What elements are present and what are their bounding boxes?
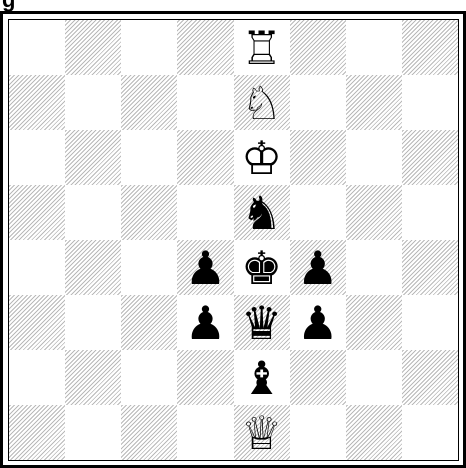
square-h4[interactable] [402,240,458,295]
square-c1[interactable] [121,405,177,460]
square-a6[interactable] [9,130,65,185]
square-g1[interactable] [346,405,402,460]
square-d2[interactable] [177,350,233,405]
square-b3[interactable] [65,295,121,350]
black-knight-icon[interactable]: ♞ [241,190,282,236]
square-c3[interactable] [121,295,177,350]
square-a2[interactable] [9,350,65,405]
square-d1[interactable] [177,405,233,460]
square-f2[interactable] [290,350,346,405]
square-c8[interactable] [121,20,177,75]
black-pawn-icon[interactable]: ♟ [185,245,226,291]
square-f6[interactable] [290,130,346,185]
square-g6[interactable] [346,130,402,185]
square-d7[interactable] [177,75,233,130]
black-bishop-icon[interactable]: ♝ [241,355,282,401]
square-e4[interactable]: ♚ [234,240,290,295]
square-b6[interactable] [65,130,121,185]
square-e8[interactable]: ♖ [234,20,290,75]
square-b7[interactable] [65,75,121,130]
black-king-icon[interactable]: ♚ [241,245,282,291]
square-a5[interactable] [9,185,65,240]
square-f7[interactable] [290,75,346,130]
square-g4[interactable] [346,240,402,295]
square-e7[interactable]: ♘ [234,75,290,130]
square-h6[interactable] [402,130,458,185]
square-f4[interactable]: ♟ [290,240,346,295]
square-c4[interactable] [121,240,177,295]
square-f5[interactable] [290,185,346,240]
square-h8[interactable] [402,20,458,75]
black-pawn-icon[interactable]: ♟ [297,245,338,291]
square-a1[interactable] [9,405,65,460]
square-f8[interactable] [290,20,346,75]
square-h1[interactable] [402,405,458,460]
square-d6[interactable] [177,130,233,185]
square-e6[interactable]: ♔ [234,130,290,185]
square-g2[interactable] [346,350,402,405]
square-a3[interactable] [9,295,65,350]
black-queen-icon[interactable]: ♛ [241,300,282,346]
square-c6[interactable] [121,130,177,185]
square-b8[interactable] [65,20,121,75]
chess-board[interactable]: ♖ ♘ ♔ ♞ ♟ ♚ ♟ ♟ ♛ ♟ ♝ ♕ [8,19,459,461]
square-d3[interactable]: ♟ [177,295,233,350]
white-queen-icon[interactable]: ♕ [241,410,282,456]
square-b2[interactable] [65,350,121,405]
white-knight-icon[interactable]: ♘ [241,80,282,126]
square-e3[interactable]: ♛ [234,295,290,350]
black-pawn-icon[interactable]: ♟ [185,300,226,346]
square-h2[interactable] [402,350,458,405]
square-g5[interactable] [346,185,402,240]
square-e2[interactable]: ♝ [234,350,290,405]
square-h5[interactable] [402,185,458,240]
square-b5[interactable] [65,185,121,240]
square-h3[interactable] [402,295,458,350]
white-king-icon[interactable]: ♔ [241,135,282,181]
square-g8[interactable] [346,20,402,75]
square-f3[interactable]: ♟ [290,295,346,350]
square-d4[interactable]: ♟ [177,240,233,295]
square-a4[interactable] [9,240,65,295]
square-b1[interactable] [65,405,121,460]
square-a7[interactable] [9,75,65,130]
square-e1[interactable]: ♕ [234,405,290,460]
square-c5[interactable] [121,185,177,240]
square-f1[interactable] [290,405,346,460]
square-a8[interactable] [9,20,65,75]
square-c2[interactable] [121,350,177,405]
square-d5[interactable] [177,185,233,240]
white-rook-icon[interactable]: ♖ [241,25,282,71]
square-g7[interactable] [346,75,402,130]
black-pawn-icon[interactable]: ♟ [297,300,338,346]
square-c7[interactable] [121,75,177,130]
square-h7[interactable] [402,75,458,130]
square-e5[interactable]: ♞ [234,185,290,240]
square-d8[interactable] [177,20,233,75]
square-g3[interactable] [346,295,402,350]
square-b4[interactable] [65,240,121,295]
